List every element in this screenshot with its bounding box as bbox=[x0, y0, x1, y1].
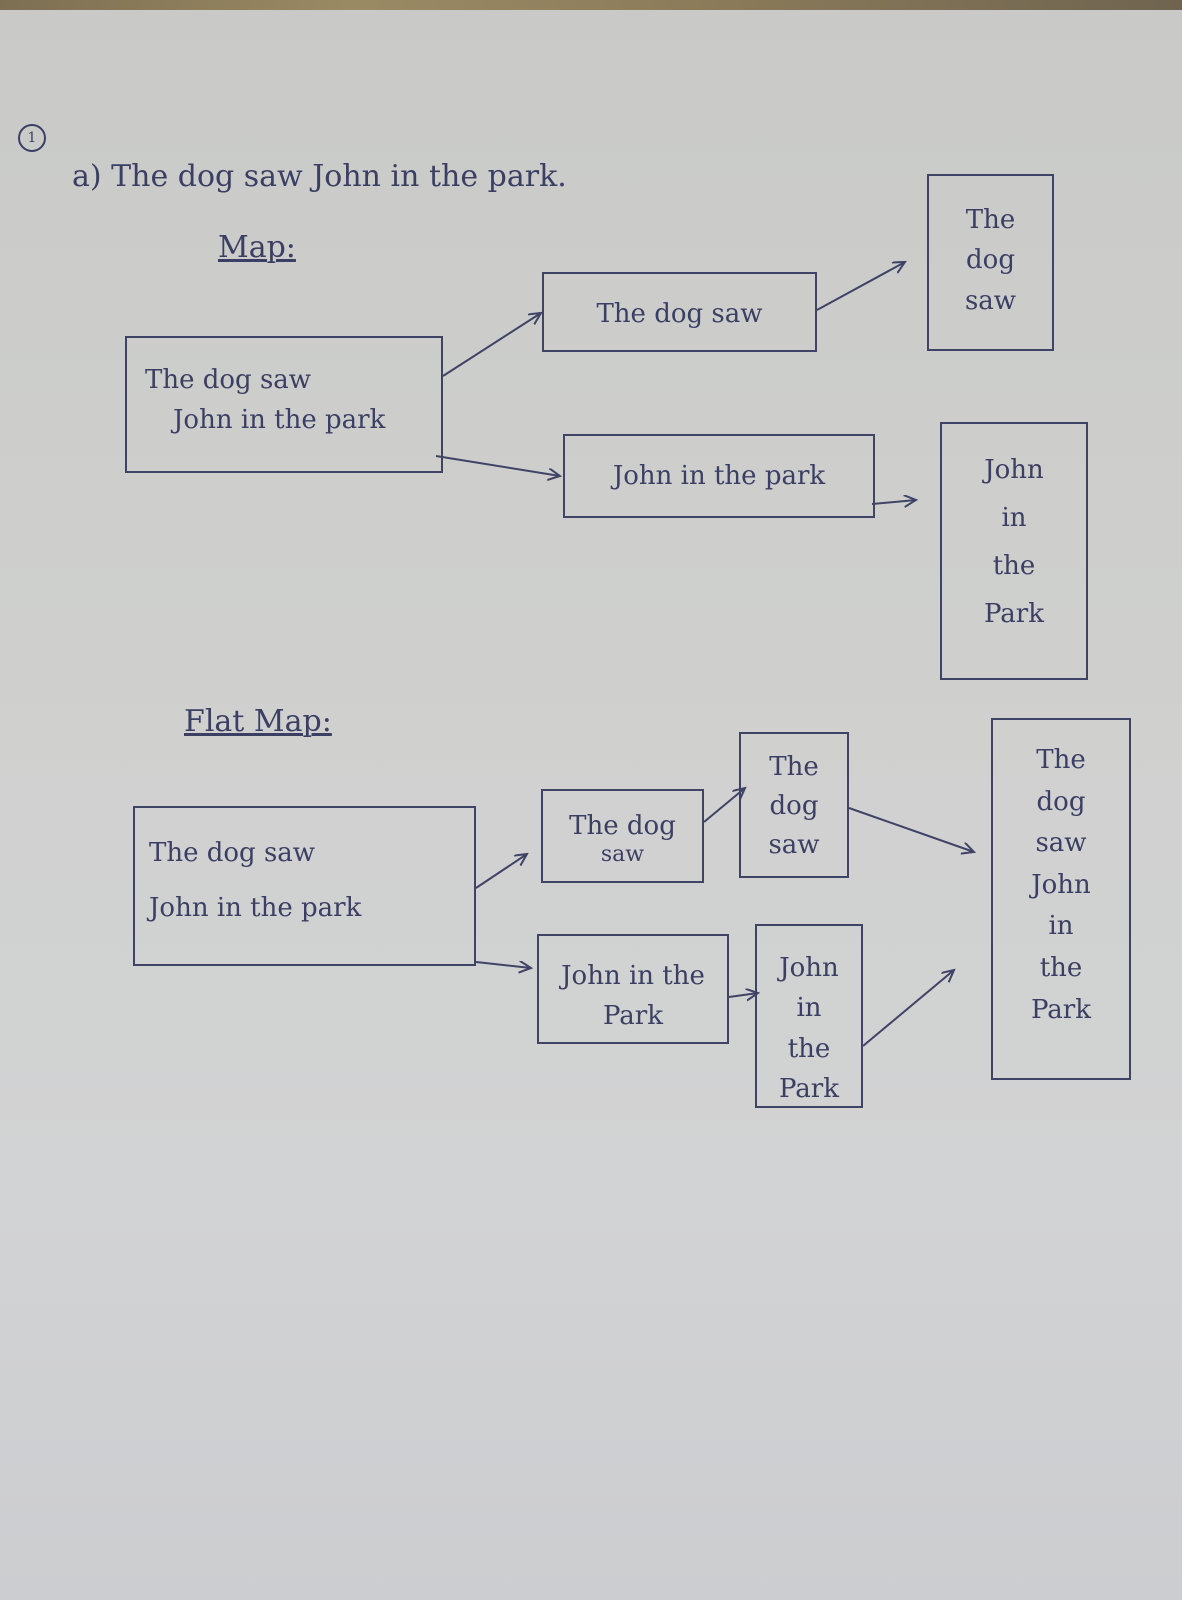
map-split-bottom-box: John in the park bbox=[563, 434, 875, 518]
flatmap-input-line-1: The dog saw bbox=[149, 838, 316, 868]
map-out-top-word-3: saw bbox=[964, 285, 1017, 316]
flatmap-split-bottom-line-2: Park bbox=[602, 1001, 663, 1032]
flatmap-mid-top-box: The dog saw bbox=[739, 732, 849, 878]
map-arrow-top-to-out bbox=[816, 262, 905, 311]
map-arrow-input-to-top bbox=[442, 313, 541, 377]
map-input-line-2: John in the park bbox=[173, 405, 386, 436]
map-out-bottom-word-3: the bbox=[992, 551, 1036, 582]
flatmap-result-word-7: Park bbox=[1030, 994, 1091, 1025]
flatmap-mid-top-word-1: The bbox=[769, 752, 819, 782]
flatmap-arrow-input-to-top bbox=[475, 854, 527, 889]
map-split-top-box: The dog saw bbox=[542, 272, 817, 352]
flatmap-result-word-3: saw bbox=[1035, 828, 1087, 859]
map-out-top-word-1: The bbox=[965, 205, 1016, 235]
map-input-box: The dog saw John in the park bbox=[125, 336, 443, 473]
flatmap-input-line-2: John in the park bbox=[149, 892, 362, 923]
flatmap-result-word-2: dog bbox=[1036, 786, 1086, 817]
map-out-bottom-word-4: Park bbox=[983, 599, 1044, 630]
map-input-line-1: The dog saw bbox=[145, 365, 312, 395]
flatmap-result-word-5: in bbox=[1048, 911, 1074, 942]
map-out-bottom-word-1: John bbox=[984, 455, 1044, 485]
question-text: a) The dog saw John in the park. bbox=[72, 159, 567, 194]
map-out-bottom-box: John in the Park bbox=[940, 422, 1088, 680]
map-out-bottom-word-2: in bbox=[1001, 503, 1027, 534]
flatmap-mid-top-word-2: dog bbox=[769, 791, 819, 821]
flatmap-result-box: The dog saw John in the Park bbox=[991, 718, 1131, 1080]
flatmap-mid-bottom-word-1: John bbox=[779, 953, 839, 983]
map-split-bottom-text: John in the park bbox=[612, 461, 826, 491]
flatmap-arrow-top-to-mid bbox=[703, 788, 745, 823]
flatmap-result-word-1: The bbox=[1036, 745, 1086, 775]
flatmap-mid-bottom-word-2: in bbox=[796, 993, 822, 1024]
flatmap-split-bottom-line-1: John in the bbox=[561, 961, 705, 991]
flatmap-arrow-midtop-to-result bbox=[848, 807, 974, 852]
flatmap-mid-bottom-word-3: the bbox=[787, 1033, 831, 1064]
flatmap-mid-bottom-word-4: Park bbox=[778, 1073, 839, 1104]
flatmap-arrow-midbottom-to-result bbox=[862, 970, 954, 1047]
flatmap-input-box: The dog saw John in the park bbox=[133, 806, 476, 966]
flatmap-arrow-bottom-to-mid bbox=[728, 993, 758, 997]
map-split-top-text: The dog saw bbox=[596, 299, 763, 329]
flatmap-arrow-input-to-bottom bbox=[475, 962, 531, 968]
map-label: Map: bbox=[218, 230, 296, 265]
flatmap-split-top-box: The dog saw bbox=[541, 789, 704, 883]
flatmap-split-top-line-2: saw bbox=[600, 842, 645, 868]
question-number: 1 bbox=[18, 124, 46, 152]
map-out-top-word-2: dog bbox=[966, 245, 1015, 276]
flatmap-mid-top-word-3: saw bbox=[768, 830, 820, 860]
flatmap-mid-bottom-box: John in the Park bbox=[755, 924, 863, 1108]
flatmap-split-top-line-1: The dog bbox=[569, 811, 676, 841]
flatmap-result-word-4: John bbox=[1031, 869, 1091, 900]
flatmap-result-word-6: the bbox=[1039, 952, 1083, 983]
desk-edge bbox=[0, 0, 1182, 10]
flatmap-split-bottom-box: John in the Park bbox=[537, 934, 729, 1044]
map-out-top-box: The dog saw bbox=[927, 174, 1054, 351]
flatmap-label: Flat Map: bbox=[184, 704, 332, 739]
map-arrow-bottom-to-out bbox=[871, 500, 916, 504]
map-arrow-input-to-bottom bbox=[435, 455, 560, 476]
